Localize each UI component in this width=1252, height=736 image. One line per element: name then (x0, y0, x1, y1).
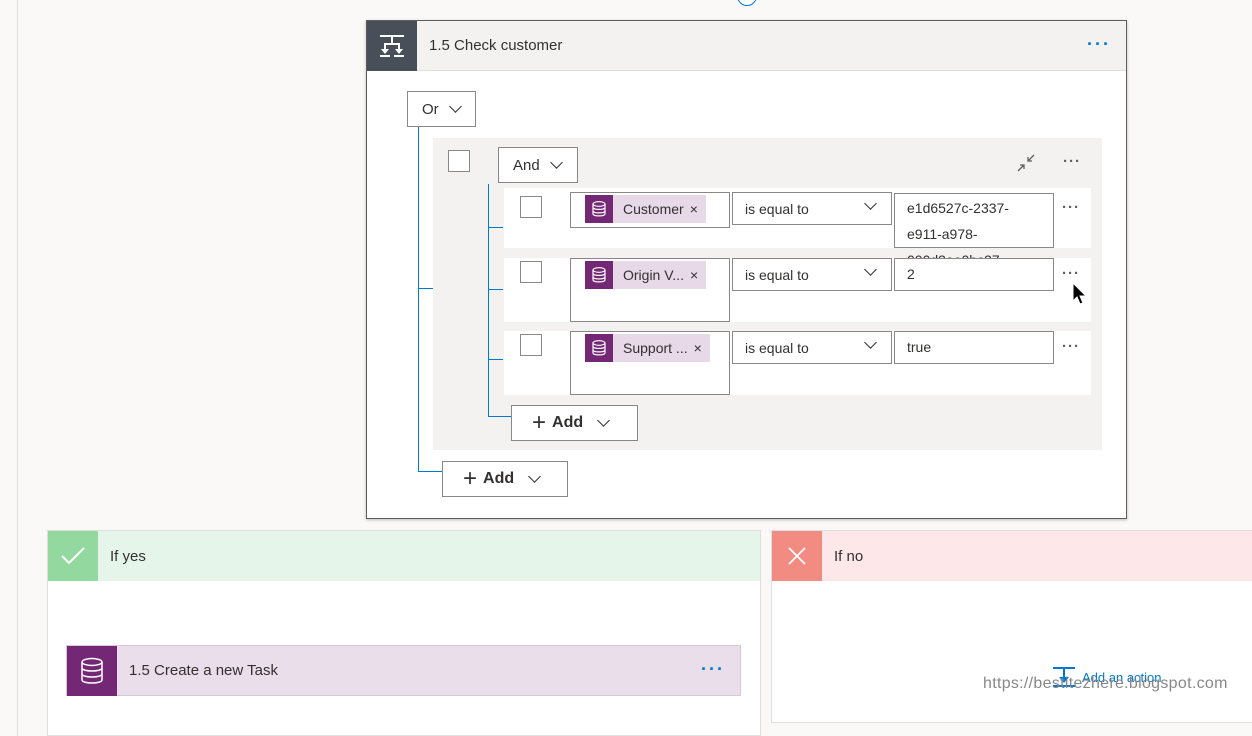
and-connector-row2 (488, 289, 503, 290)
group-more-button[interactable]: ··· (1063, 153, 1081, 170)
mouse-cursor-icon (1072, 281, 1088, 311)
dataverse-icon (585, 195, 613, 223)
add-group-button[interactable]: + Add (442, 461, 568, 497)
group-checkbox[interactable] (448, 150, 470, 172)
field-input[interactable]: Support ... × (570, 331, 730, 395)
row-more-button[interactable]: ··· (1062, 199, 1080, 216)
field-input[interactable]: Origin V... × (570, 258, 730, 322)
if-no-header[interactable]: If no (772, 531, 1252, 581)
operator-label: is equal to (745, 201, 809, 217)
operator-label: is equal to (745, 340, 809, 356)
dynamic-token[interactable]: Support ... × (585, 334, 710, 362)
condition-row: Customer × is equal to e1d6527c-2337-e91… (504, 188, 1091, 268)
if-yes-header[interactable]: If yes (48, 531, 760, 581)
action-more-button[interactable]: ··· (701, 659, 725, 679)
add-action-button[interactable]: Add an action (1052, 665, 1162, 689)
and-connector-row3 (488, 359, 503, 360)
action-title[interactable]: 1.5 Create a new Task (129, 662, 278, 679)
dataverse-icon (585, 261, 613, 289)
operator-label: is equal to (745, 267, 809, 283)
canvas-divider (17, 0, 18, 736)
token-label: Support ... (623, 340, 688, 356)
add-action-label: Add an action (1082, 669, 1162, 685)
row-checkbox[interactable] (520, 334, 542, 356)
operator-dropdown[interactable]: is equal to (732, 192, 892, 225)
and-connector-row1 (488, 227, 503, 228)
row-checkbox[interactable] (520, 196, 542, 218)
check-icon (48, 531, 98, 581)
if-yes-branch: If yes 1.5 Create a new Task ··· (47, 530, 761, 736)
and-group: And ··· Customer × (433, 138, 1102, 450)
condition-more-button[interactable]: ··· (1087, 34, 1111, 54)
and-label: And (513, 156, 540, 174)
condition-card: 1.5 Check customer ··· Or And ··· (366, 20, 1127, 519)
condition-row: Support ... × is equal to true ··· (504, 331, 1091, 395)
connector-circle[interactable] (737, 0, 757, 6)
add-action-icon (1053, 667, 1075, 687)
add-label: Add (483, 470, 515, 487)
chevron-down-icon (597, 414, 610, 427)
chevron-down-icon (864, 197, 877, 210)
close-icon (772, 531, 822, 581)
dynamic-token[interactable]: Customer × (585, 195, 706, 223)
value-input[interactable]: 2 (894, 258, 1054, 291)
token-remove-button[interactable]: × (689, 267, 699, 283)
value-input[interactable]: e1d6527c-2337-e911-a978-000d3ae0bc37 (894, 193, 1054, 268)
and-connector-add (488, 416, 511, 417)
row-more-button[interactable]: ··· (1062, 265, 1080, 282)
collapse-icon[interactable] (1016, 153, 1036, 178)
add-row-button[interactable]: + Add (511, 405, 638, 441)
and-dropdown[interactable]: And (498, 147, 578, 183)
or-connector-add (418, 471, 442, 472)
token-label: Origin V... (623, 267, 684, 283)
operator-dropdown[interactable]: is equal to (732, 331, 892, 364)
operator-dropdown[interactable]: is equal to (732, 258, 892, 291)
condition-icon (367, 21, 417, 71)
or-connector-line (418, 127, 419, 472)
token-remove-button[interactable]: × (693, 340, 702, 356)
chevron-down-icon (528, 470, 541, 483)
if-yes-label: If yes (110, 547, 146, 565)
or-connector-branch (418, 288, 433, 289)
add-label: Add (552, 414, 584, 431)
or-dropdown[interactable]: Or (407, 91, 476, 127)
if-no-branch: If no Add an action (771, 530, 1252, 723)
watermark: https://bestitezhere.blogspot.com (983, 675, 1228, 692)
plus-icon: + (532, 409, 547, 436)
and-connector-line (488, 184, 489, 417)
condition-title[interactable]: 1.5 Check customer (429, 37, 563, 54)
value-input[interactable]: true (894, 331, 1054, 364)
or-label: Or (422, 100, 439, 118)
if-no-label: If no (834, 547, 864, 565)
condition-header[interactable]: 1.5 Check customer ··· (367, 21, 1126, 71)
chevron-down-icon (549, 156, 563, 169)
plus-icon: + (463, 465, 478, 492)
chevron-down-icon (864, 336, 877, 349)
token-remove-button[interactable]: × (689, 201, 698, 217)
token-label: Customer (623, 201, 684, 217)
field-input[interactable]: Customer × (570, 192, 730, 228)
create-task-action[interactable]: 1.5 Create a new Task ··· (66, 645, 741, 696)
dynamic-token[interactable]: Origin V... × (585, 261, 707, 289)
chevron-down-icon (864, 263, 877, 276)
condition-row: Origin V... × is equal to 2 ··· (504, 258, 1091, 322)
dataverse-icon (67, 646, 117, 696)
chevron-down-icon (448, 100, 462, 113)
row-more-button[interactable]: ··· (1062, 338, 1080, 355)
row-checkbox[interactable] (520, 261, 542, 283)
dataverse-icon (585, 334, 613, 362)
